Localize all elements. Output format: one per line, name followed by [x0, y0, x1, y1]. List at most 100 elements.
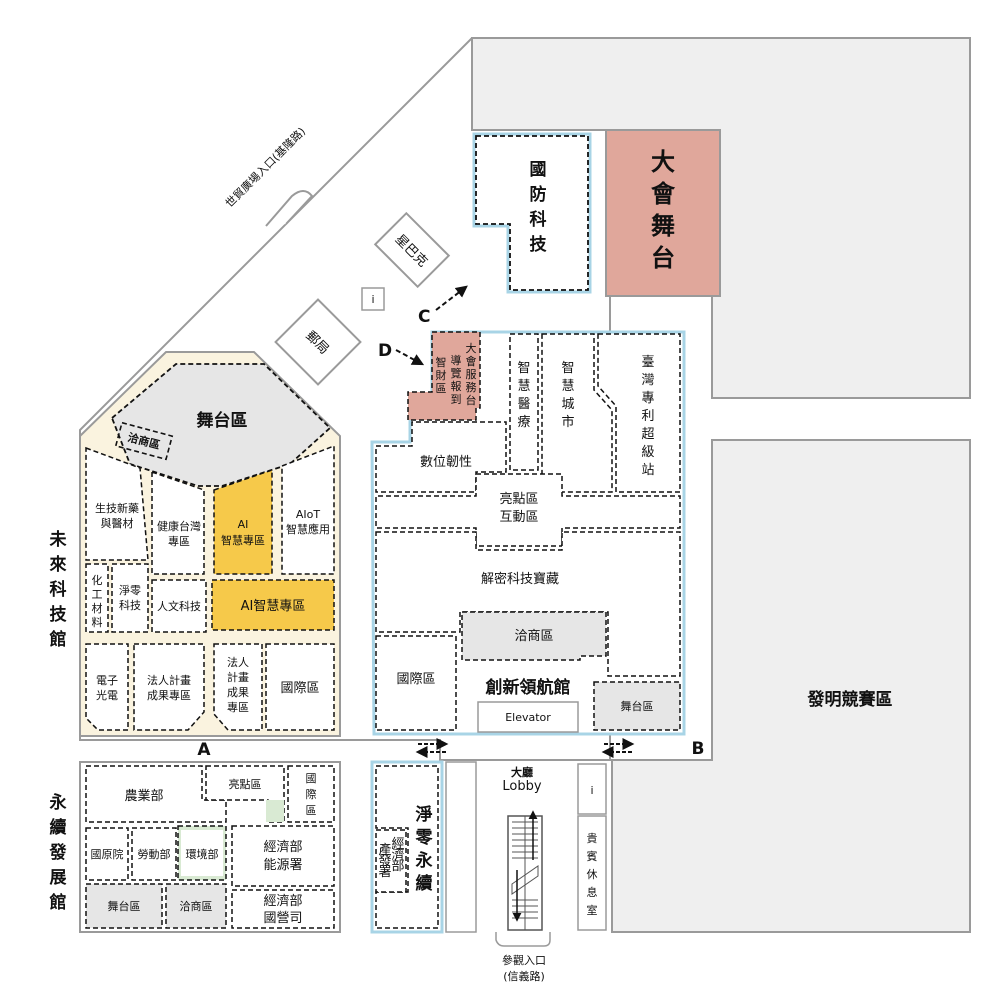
svg-text:計畫: 計畫 [227, 670, 249, 684]
sus-highlight-label: 亮點區 [229, 777, 262, 791]
sus-energy-area[interactable] [231, 825, 335, 887]
ft-chem-area[interactable] [85, 563, 109, 633]
svg-text:醫: 醫 [517, 397, 530, 412]
svg-text:利: 利 [641, 409, 654, 424]
sus-council-area[interactable] [85, 827, 129, 881]
ft-legal-area[interactable] [133, 643, 205, 731]
ft-ai-zone2-area[interactable] [211, 579, 335, 631]
svg-text:舞: 舞 [651, 212, 675, 240]
ft-electronics-area[interactable] [85, 643, 129, 731]
svg-text:導: 導 [451, 353, 462, 367]
negotiation-area[interactable] [461, 611, 607, 661]
ft-legal2-area[interactable] [213, 643, 263, 731]
tw-patent-area[interactable] [597, 333, 681, 493]
stage-label: 舞台區 [621, 699, 654, 713]
svg-text:科: 科 [530, 209, 547, 230]
svg-text:部: 部 [391, 859, 404, 874]
main-entrance-door [495, 932, 551, 947]
smart-city-area[interactable] [541, 333, 613, 493]
svg-text:材: 材 [92, 601, 103, 615]
svg-text:國: 國 [530, 160, 547, 180]
svg-text:智慧專區: 智慧專區 [221, 533, 265, 547]
svg-text:台: 台 [651, 244, 675, 272]
svg-text:科技: 科技 [119, 598, 141, 612]
sus-environment-label: 環境部 [186, 847, 219, 861]
ft-international-area[interactable] [265, 643, 335, 731]
service-desk-area[interactable] [407, 331, 481, 421]
svg-text:法人: 法人 [227, 655, 249, 669]
sus-international-area[interactable] [287, 765, 335, 823]
sus-highlight-area[interactable] [205, 765, 285, 823]
main-entrance-label: 參觀入口 [502, 953, 546, 967]
defense-tech-area[interactable] [472, 132, 592, 294]
svg-text:報: 報 [451, 380, 462, 393]
svg-text:專區: 專區 [168, 535, 190, 548]
sus-hall-name: 永 續 發 展 館 [49, 792, 67, 913]
info-label: i [371, 293, 374, 306]
sus-stage-area[interactable] [85, 883, 163, 929]
svg-text:永: 永 [49, 792, 67, 813]
elevator[interactable] [477, 701, 579, 733]
ft-chem-label: 化 工 材 料 [92, 573, 103, 629]
svg-text:發: 發 [49, 842, 67, 863]
info-booth[interactable] [361, 287, 385, 311]
ft-biotech-area[interactable] [85, 446, 149, 561]
svg-text:成果專區: 成果專區 [147, 689, 191, 702]
stage-area[interactable] [593, 681, 681, 731]
sus-state-owned-area[interactable] [231, 889, 335, 929]
svg-text:大: 大 [651, 148, 675, 176]
sus-green-block [266, 800, 284, 822]
interactive-zone-label: 互動區 [499, 510, 538, 525]
svg-text:健康台灣: 健康台灣 [157, 519, 201, 533]
sus-labor-area[interactable] [131, 827, 177, 881]
ft-humanities-area[interactable] [151, 579, 207, 633]
sus-agriculture-area[interactable] [85, 765, 227, 823]
info-booth-south[interactable] [577, 763, 607, 815]
sus-negotiation-label: 洽商區 [180, 899, 213, 913]
decrypt-tech-area[interactable] [375, 531, 681, 677]
vip-lounge-area[interactable] [577, 815, 607, 931]
svg-text:大: 大 [466, 341, 477, 355]
sus-energy-label: 經濟部 能源署 [263, 839, 302, 873]
sus-international-label: 國 際 區 [306, 772, 317, 817]
svg-text:續: 續 [416, 873, 433, 894]
ft-ai-zone2-label: AI智慧專區 [241, 598, 306, 614]
moea-industry-area[interactable] [375, 829, 407, 893]
invention-zone-area[interactable] [611, 439, 971, 933]
marker-b: B [692, 739, 705, 759]
net-zero-label: 淨 零 永 續 [415, 805, 434, 894]
ft-ai-zone-area[interactable] [213, 468, 273, 575]
svg-text:生技新藥: 生技新藥 [95, 501, 139, 515]
starbucks-area[interactable]: 星巴克 [373, 211, 451, 289]
ft-aiot-area[interactable] [281, 444, 335, 575]
international-area[interactable] [375, 635, 457, 731]
post-office-area[interactable]: 郵局 [274, 298, 362, 386]
sus-negotiation-area[interactable] [165, 883, 227, 929]
svg-text:館: 館 [49, 629, 67, 650]
ft-negotiation-box[interactable] [114, 421, 174, 461]
ft-hall-name: 未 來 科 技 館 [49, 529, 68, 650]
svg-text:覽: 覽 [451, 367, 462, 380]
svg-text:產: 產 [378, 842, 391, 858]
ft-health-tw-area[interactable] [151, 470, 205, 575]
svg-text:濟: 濟 [391, 847, 404, 863]
svg-text:站: 站 [641, 463, 654, 478]
svg-text:智慧應用: 智慧應用 [286, 522, 330, 536]
svg-text:專區: 專區 [227, 701, 249, 714]
ft-net-zero-label: 淨零 科技 [119, 584, 141, 612]
ft-international-label: 國際區 [280, 681, 319, 696]
invention-zone-label: 發明競賽區 [807, 689, 893, 710]
svg-text:能源署: 能源署 [263, 858, 302, 873]
svg-text:光電: 光電 [96, 688, 118, 702]
service-desk-label: 大 會 服 務 台 導 覽 報 到 智 財 區 [436, 341, 477, 407]
innovation-hall-label: 創新領航館 [485, 677, 571, 698]
ft-net-zero-area[interactable] [111, 563, 149, 633]
svg-text:慧: 慧 [517, 378, 530, 394]
svg-text:署: 署 [378, 865, 391, 880]
main-stage-area[interactable] [605, 129, 721, 297]
escalator[interactable] [507, 810, 543, 931]
digital-resilience-area[interactable] [375, 421, 507, 493]
smart-medical-area[interactable] [509, 333, 539, 471]
svg-text:市: 市 [561, 414, 574, 430]
